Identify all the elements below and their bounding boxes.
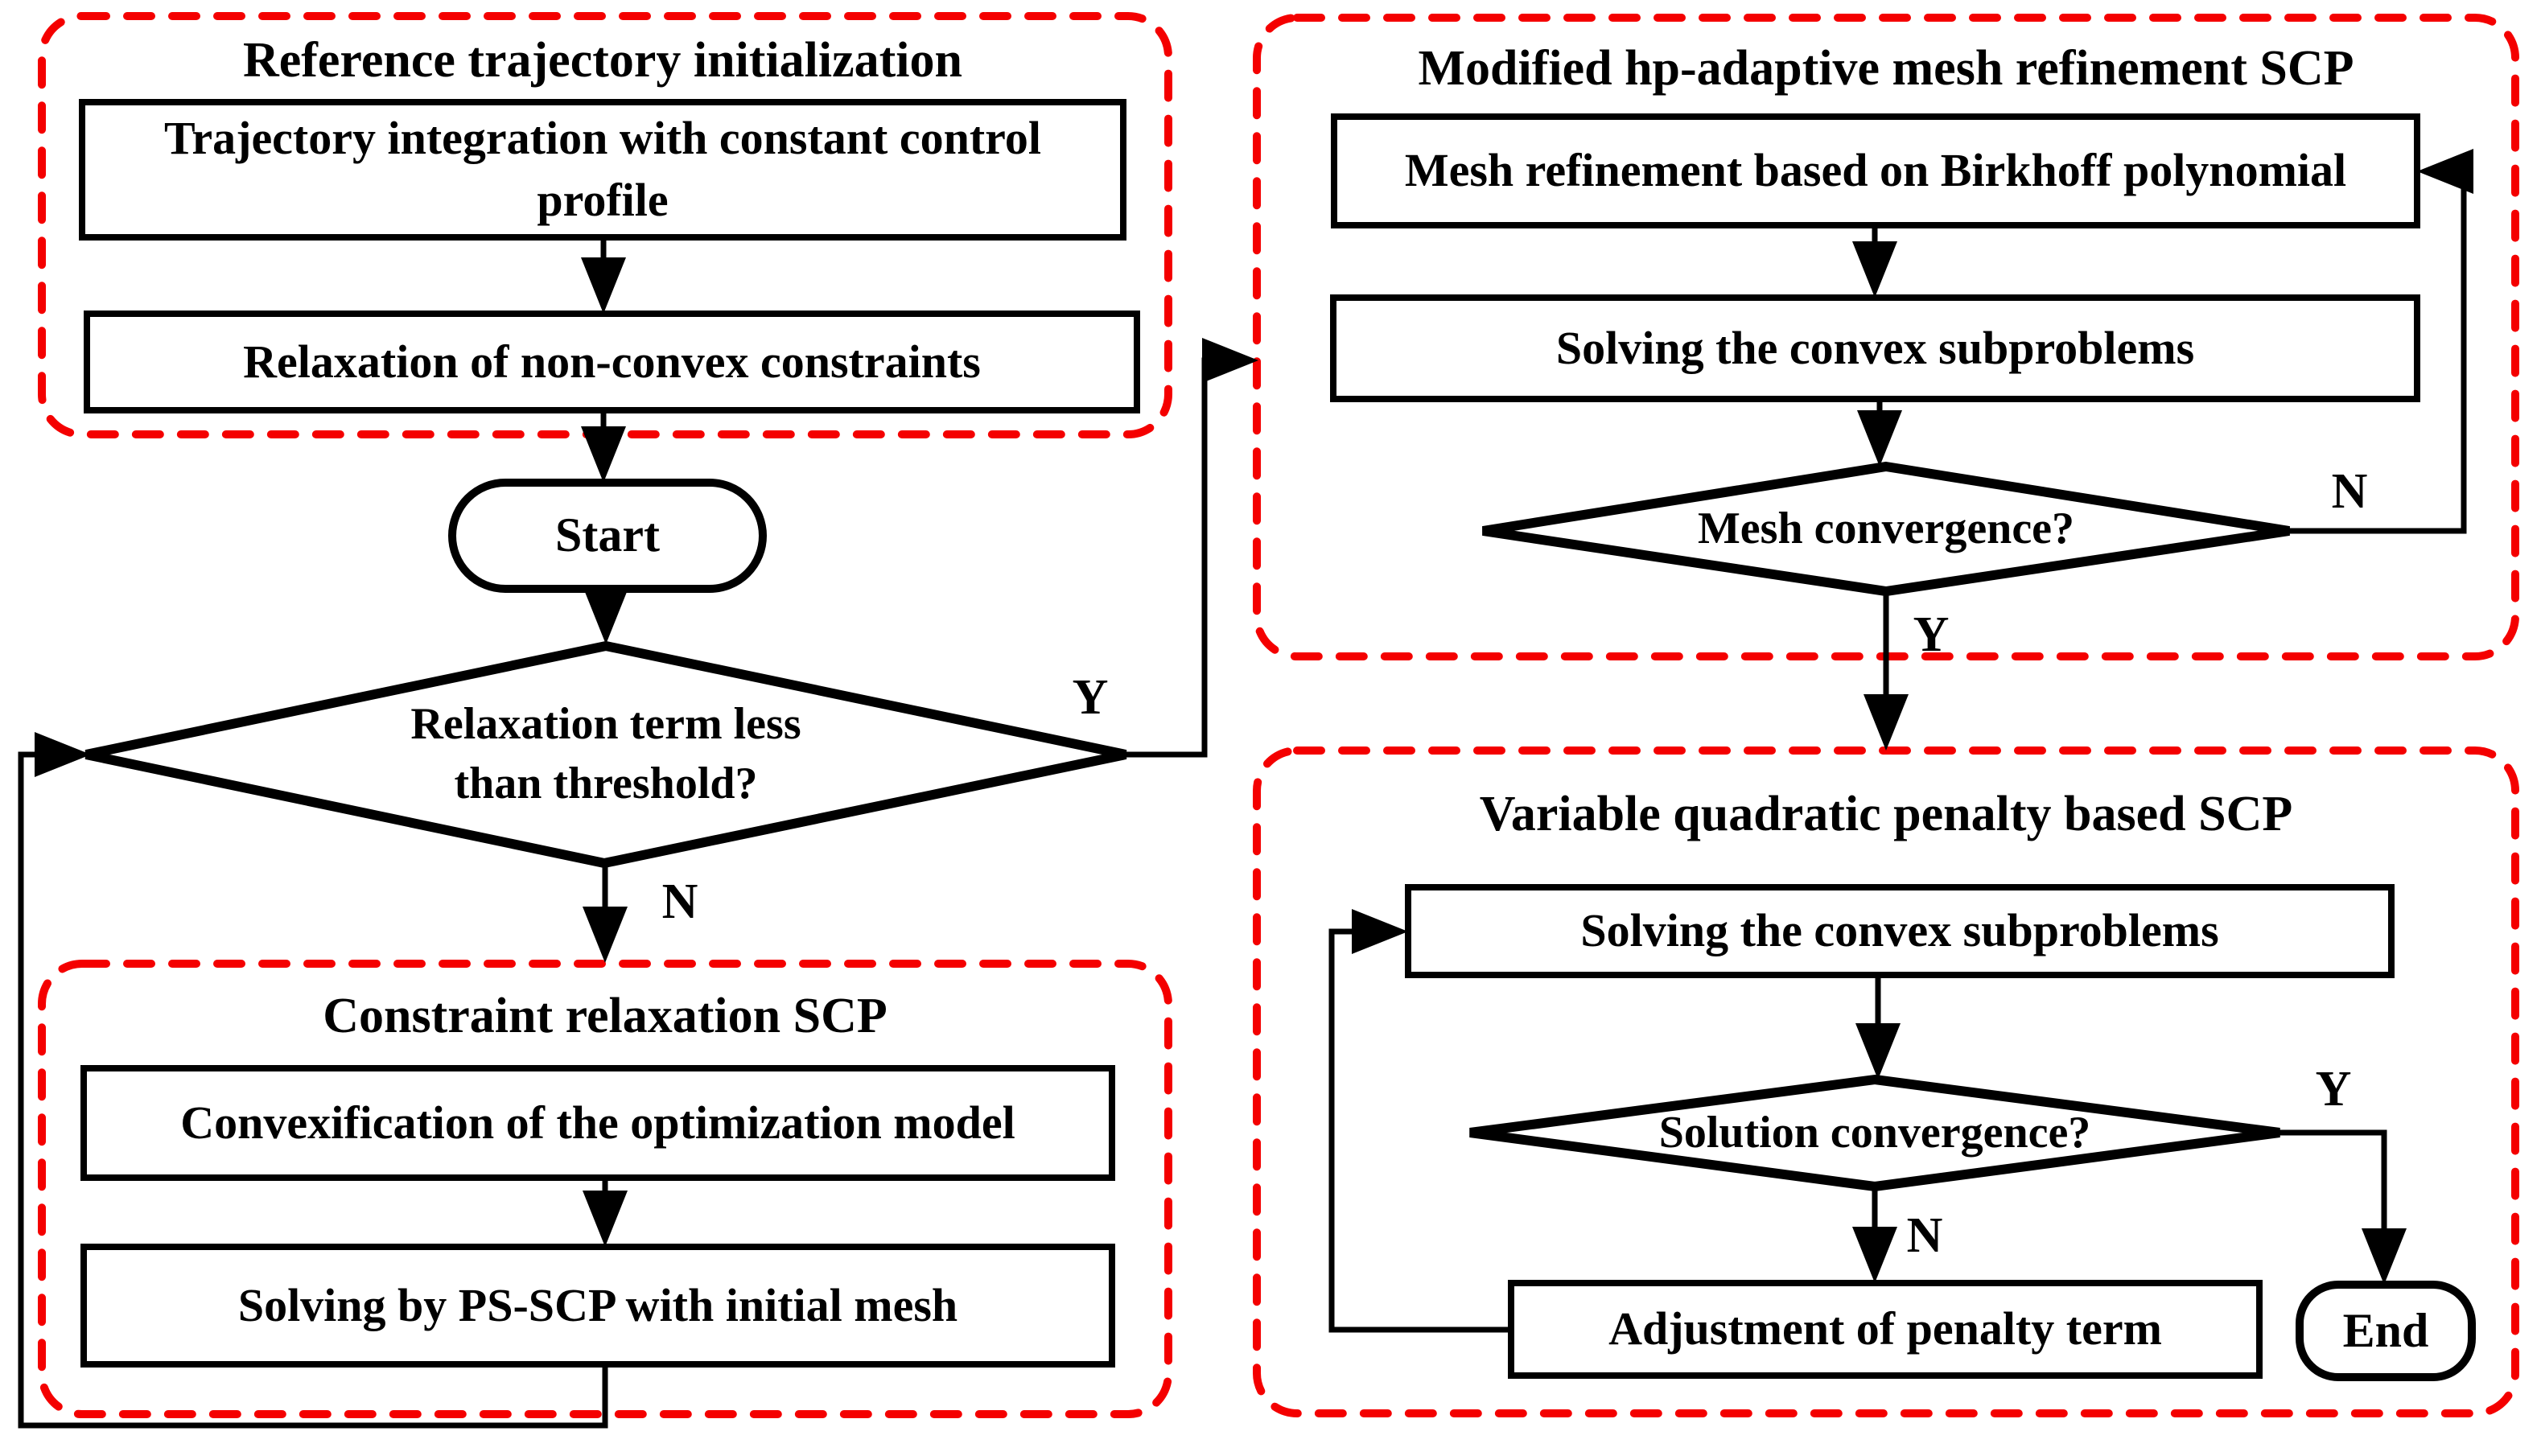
box-label-solving-psscp: Solving by PS-SCP with initial mesh <box>237 1278 958 1331</box>
label-mesh-yes: Y <box>1913 607 1950 663</box>
start-node-shape <box>448 479 767 593</box>
label-threshold-yes: Y <box>1072 670 1109 726</box>
end-node-shape <box>2296 1281 2476 1381</box>
label-threshold-no: N <box>661 874 698 930</box>
box-convexification <box>80 1065 1115 1181</box>
group-title-mesh-refinement: Modified hp-adaptive mesh refinement SCP <box>1418 41 2354 97</box>
edge-psscp-loop-to-threshold-decision <box>18 732 608 1429</box>
box-label-relaxation-nonconvex: Relaxation of non-convex constraints <box>243 335 981 388</box>
start-node-label: Start <box>555 508 660 562</box>
box-label-convexification: Convexification of the optimization mode… <box>180 1096 1015 1149</box>
box-mesh-solving-subproblems <box>1330 294 2420 402</box>
label-mesh-no: N <box>2331 464 2368 520</box>
edge-solution-yes-to-end <box>2279 1129 2407 1285</box>
box-label-mesh-refinement-birkhoff: Mesh refinement based on Birkhoff polyno… <box>1404 144 2347 197</box>
diamond-mesh-convergence <box>1482 461 2290 597</box>
group-title-penalty: Variable quadratic penalty based SCP <box>1479 787 2293 842</box>
edge-adjustment-loop-to-subproblems <box>1328 909 1511 1333</box>
edge-mesh-no-loop-to-meshrefine <box>2289 149 2473 534</box>
box-label-trajectory-integration: Trajectory integration with constant con… <box>164 112 1041 226</box>
diamond-label-threshold: Relaxation term less than threshold? <box>410 699 801 808</box>
box-label-adjustment-penalty: Adjustment of penalty term <box>1608 1302 2162 1355</box>
group-title-constraint-relaxation: Constraint relaxation SCP <box>323 989 887 1044</box>
box-label-mesh-solving-subproblems: Solving the convex subproblems <box>1555 321 2195 374</box>
diamond-label-solution-convergence: Solution convergence? <box>1658 1107 2091 1158</box>
group-title-reference-init: Reference trajectory initialization <box>242 33 963 88</box>
group-border-constraint-relaxation <box>38 960 1172 1418</box>
box-penalty-solving-subproblems <box>1405 884 2395 978</box>
label-solution-no: N <box>1906 1208 1943 1264</box>
box-trajectory-integration <box>79 99 1126 241</box>
box-solving-psscp <box>80 1244 1115 1368</box>
group-border-penalty <box>1253 747 2519 1417</box>
end-node-label: End <box>2342 1303 2429 1357</box>
box-relaxation-nonconvex <box>84 311 1140 413</box>
box-adjustment-penalty <box>1508 1280 2263 1379</box>
box-label-penalty-solving-subproblems: Solving the convex subproblems <box>1580 904 2219 957</box>
box-mesh-refinement-birkhoff <box>1331 113 2420 228</box>
diamond-label-mesh-convergence: Mesh convergence? <box>1697 503 2075 553</box>
label-solution-yes: Y <box>2315 1062 2352 1117</box>
diamond-solution-convergence <box>1469 1074 2280 1192</box>
edge-threshold-yes-to-mesh-group <box>1126 338 1258 758</box>
diamond-threshold-decision <box>84 640 1127 869</box>
